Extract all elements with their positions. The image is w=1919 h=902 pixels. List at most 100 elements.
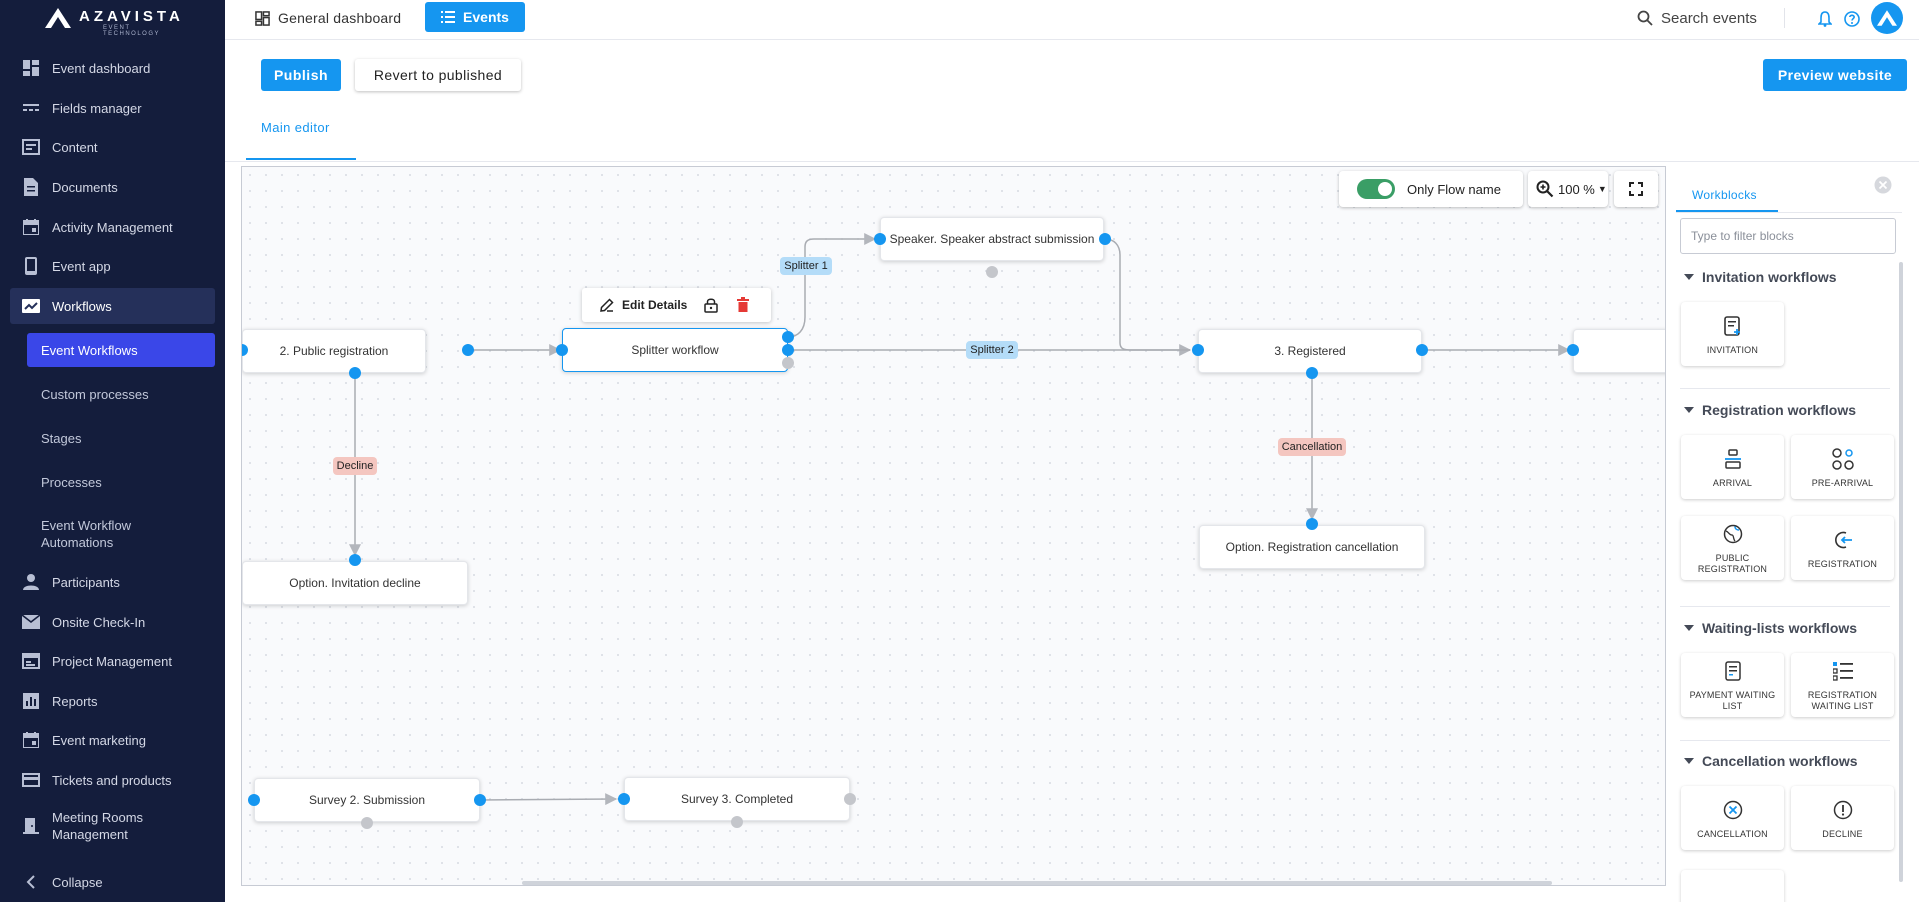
node-port[interactable]	[731, 816, 743, 828]
sidebar-sub-event-workflows[interactable]: Event Workflows	[27, 333, 215, 367]
sidebar-item-project-management[interactable]: Project Management	[10, 643, 215, 679]
divider	[1676, 212, 1902, 213]
block-decline[interactable]: DECLINE	[1791, 786, 1894, 850]
node-invitation-decline[interactable]: Option. Invitation decline	[242, 561, 468, 605]
section-cancellation-workflows[interactable]: Cancellation workflows	[1684, 750, 1858, 772]
sidebar-item-event-marketing[interactable]: Event marketing	[10, 722, 215, 758]
tab-events[interactable]: Events	[425, 2, 525, 32]
block-registration[interactable]: REGISTRATION	[1791, 516, 1894, 580]
sidebar-item-content[interactable]: Content	[10, 129, 215, 165]
sidebar-collapse-button[interactable]: Collapse	[10, 864, 215, 900]
node-speaker-abstract[interactable]: Speaker. Speaker abstract submission	[880, 217, 1104, 261]
tab-main-editor[interactable]: Main editor	[246, 110, 356, 160]
node-port[interactable]	[1099, 233, 1111, 245]
section-registration-workflows[interactable]: Registration workflows	[1684, 399, 1856, 421]
sidebar-item-documents[interactable]: Documents	[10, 169, 215, 205]
block-public-registration[interactable]: PUBLIC REGISTRATION	[1681, 516, 1784, 580]
node-port[interactable]	[349, 367, 361, 379]
block-pre-arrival[interactable]: PRE-ARRIVAL	[1791, 435, 1894, 499]
login-icon	[1833, 527, 1853, 553]
node-port[interactable]	[556, 344, 568, 356]
notifications-button[interactable]	[1815, 9, 1835, 29]
node-port[interactable]	[782, 331, 794, 343]
node-port[interactable]	[986, 266, 998, 278]
node-port[interactable]	[462, 344, 474, 356]
node-survey-submission[interactable]: Survey 2. Submission	[254, 778, 480, 822]
node-port[interactable]	[844, 793, 856, 805]
node-survey-completed[interactable]: Survey 3. Completed	[624, 777, 850, 821]
node-port[interactable]	[1306, 367, 1318, 379]
sidebar-item-label: Documents	[52, 179, 118, 195]
fields-icon	[22, 99, 40, 117]
node-registration-cancellation[interactable]: Option. Registration cancellation	[1199, 525, 1425, 569]
calendar-icon	[22, 218, 40, 236]
sidebar-item-label: Content	[52, 139, 98, 155]
filter-blocks-input[interactable]	[1680, 218, 1896, 254]
only-flow-name-toggle[interactable]: Only Flow name	[1339, 171, 1523, 207]
preview-website-button[interactable]: Preview website	[1763, 59, 1907, 91]
search-events[interactable]: Search events	[1637, 6, 1757, 30]
sidebar-sub-processes[interactable]: Processes	[41, 474, 102, 490]
node-port[interactable]	[474, 794, 486, 806]
edit-details-button[interactable]: Edit Details	[622, 298, 688, 312]
toggle-switch[interactable]	[1357, 179, 1395, 199]
publish-button[interactable]: Publish	[261, 59, 341, 91]
node-port[interactable]	[782, 357, 794, 369]
workflow-canvas[interactable]: 2. Public registration Splitter workflow…	[241, 166, 1666, 886]
sidebar-item-event-dashboard[interactable]: Event dashboard	[10, 50, 215, 86]
node-port[interactable]	[248, 794, 260, 806]
sidebar-sub-stages[interactable]: Stages	[41, 430, 82, 446]
section-invitation-workflows[interactable]: Invitation workflows	[1684, 266, 1837, 288]
node-next-offscreen[interactable]	[1573, 329, 1665, 373]
section-waiting-lists-workflows[interactable]: Waiting-lists workflows	[1684, 617, 1857, 639]
trash-icon[interactable]	[737, 297, 749, 312]
azavista-logo[interactable]: AZAVISTA EVENT TECHNOLOGY	[45, 6, 185, 37]
sidebar-item-event-app[interactable]: Event app	[10, 248, 215, 284]
lock-icon[interactable]	[704, 297, 718, 313]
tab-general-dashboard[interactable]: General dashboard	[255, 3, 401, 33]
node-public-registration[interactable]: 2. Public registration	[242, 329, 426, 373]
sidebar-item-participants[interactable]: Participants	[10, 564, 215, 600]
sidebar-item-reports[interactable]: Reports	[10, 683, 215, 719]
sidebar-sub-custom-processes[interactable]: Custom processes	[41, 386, 149, 402]
node-port[interactable]	[1192, 344, 1204, 356]
tab-label: Workblocks	[1692, 188, 1757, 202]
pencil-icon[interactable]	[600, 298, 614, 312]
canvas-horizontal-scrollbar[interactable]	[522, 881, 1552, 885]
close-panel-button[interactable]	[1874, 176, 1892, 194]
node-port[interactable]	[1306, 518, 1318, 530]
node-port[interactable]	[618, 793, 630, 805]
sidebar-item-activity-management[interactable]: Activity Management	[10, 209, 215, 245]
sidebar-item-tickets-and-products[interactable]: Tickets and products	[10, 762, 215, 798]
sidebar-item-meeting-rooms[interactable]: Meeting Rooms Management	[10, 806, 215, 846]
tab-workblocks[interactable]: Workblocks	[1676, 178, 1778, 212]
sidebar-item-workflows[interactable]: Workflows	[10, 288, 215, 324]
zoom-select[interactable]: 100 % ▼	[1528, 171, 1608, 207]
sidebar-sub-event-workflow-automations[interactable]: Event Workflow Automations	[41, 518, 132, 550]
node-port[interactable]	[1416, 344, 1428, 356]
node-port[interactable]	[242, 344, 248, 356]
sidebar-item-fields-manager[interactable]: Fields manager	[10, 90, 215, 126]
toggle-label: Only Flow name	[1407, 181, 1501, 197]
revert-to-published-button[interactable]: Revert to published	[355, 59, 521, 91]
cancel-circle-icon	[1723, 797, 1743, 823]
invitation-icon	[1723, 313, 1742, 339]
block-cancellation[interactable]: CANCELLATION	[1681, 786, 1784, 850]
node-port[interactable]	[361, 817, 373, 829]
fullscreen-button[interactable]	[1614, 171, 1658, 207]
node-port[interactable]	[782, 344, 794, 356]
block-partial-offscreen[interactable]	[1681, 870, 1784, 902]
block-arrival[interactable]: ARRIVAL	[1681, 435, 1784, 499]
node-port[interactable]	[1567, 344, 1579, 356]
help-button[interactable]	[1842, 9, 1862, 29]
receipt-icon	[1724, 658, 1741, 684]
block-invitation[interactable]: INVITATION	[1681, 302, 1784, 366]
workblocks-scrollbar[interactable]	[1899, 262, 1903, 882]
node-splitter-workflow[interactable]: Splitter workflow	[562, 328, 788, 372]
node-port[interactable]	[874, 233, 886, 245]
sidebar-item-onsite-check-in[interactable]: Onsite Check-In	[10, 604, 215, 640]
block-payment-waiting-list[interactable]: PAYMENT WAITING LIST	[1681, 653, 1784, 717]
node-port[interactable]	[349, 554, 361, 566]
user-avatar[interactable]	[1871, 2, 1903, 34]
block-registration-waiting-list[interactable]: REGISTRATION WAITING LIST	[1791, 653, 1894, 717]
